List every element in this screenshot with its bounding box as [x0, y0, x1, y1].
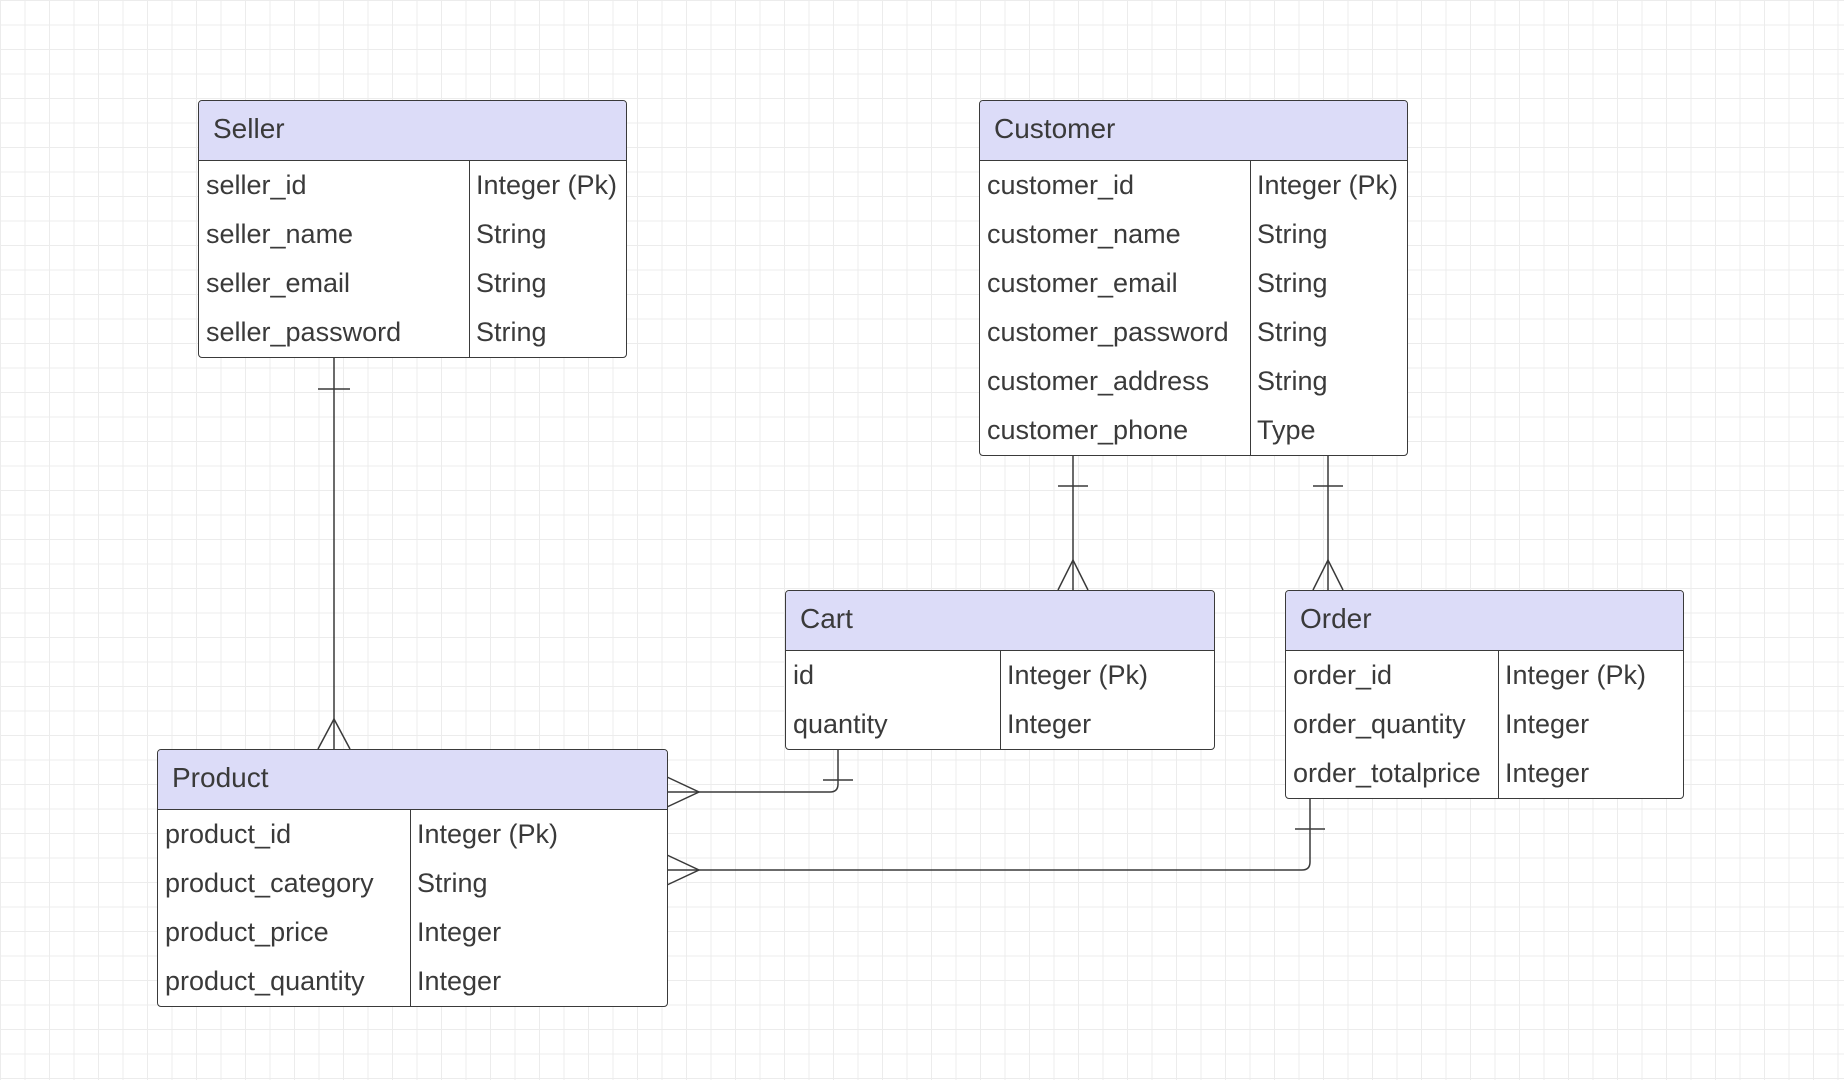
attribute-type: Integer (Pk): [1007, 660, 1149, 690]
cart-entity-attributes: id Integer (Pk) quantity Integer: [786, 651, 1214, 749]
attribute-name: customer_address: [987, 366, 1210, 396]
attribute-row[interactable]: order_quantity Integer: [1286, 700, 1683, 749]
attribute-name: order_id: [1293, 660, 1393, 690]
attribute-name: seller_email: [206, 268, 351, 298]
order-entity-title: Order: [1286, 591, 1683, 651]
attribute-row[interactable]: seller_email String: [199, 259, 626, 308]
product-entity-attributes: product_id Integer (Pk) product_category…: [158, 810, 667, 1006]
attribute-row[interactable]: seller_name String: [199, 210, 626, 259]
many-crowsfoot: [1312, 558, 1344, 591]
many-crowsfoot: [666, 776, 701, 808]
attribute-name: seller_name: [206, 219, 354, 249]
column-divider: [410, 810, 411, 1006]
order-product-relationship[interactable]: [666, 798, 1325, 886]
order-entity-attributes: order_id Integer (Pk) order_quantity Int…: [1286, 651, 1683, 798]
customer-entity-attributes: customer_id Integer (Pk) customer_name S…: [980, 161, 1407, 455]
attribute-row[interactable]: product_price Integer: [158, 908, 667, 957]
attribute-row[interactable]: customer_address String: [980, 357, 1407, 406]
attribute-name: product_category: [165, 868, 374, 898]
customer-entity[interactable]: Customer customer_id Integer (Pk) custom…: [979, 100, 1408, 456]
attribute-type: Integer: [1505, 709, 1590, 739]
attribute-row[interactable]: customer_phone Type: [980, 406, 1407, 455]
seller-entity-title: Seller: [199, 101, 626, 161]
attribute-type: Type: [1257, 415, 1316, 445]
attribute-name: product_price: [165, 917, 329, 947]
attribute-row[interactable]: product_quantity Integer: [158, 957, 667, 1006]
attribute-row[interactable]: product_id Integer (Pk): [158, 810, 667, 859]
attribute-type: Integer (Pk): [476, 170, 618, 200]
cart-entity[interactable]: Cart id Integer (Pk) quantity Integer: [785, 590, 1215, 750]
attribute-name: customer_phone: [987, 415, 1189, 445]
many-crowsfoot: [1057, 558, 1089, 591]
customer-cart-relationship[interactable]: [1057, 455, 1089, 591]
attribute-name: customer_email: [987, 268, 1178, 298]
product-entity[interactable]: Product product_id Integer (Pk) product_…: [157, 749, 668, 1007]
attribute-row[interactable]: customer_id Integer (Pk): [980, 161, 1407, 210]
attribute-name: id: [793, 660, 815, 690]
column-divider: [1000, 651, 1001, 749]
attribute-row[interactable]: product_category String: [158, 859, 667, 908]
attribute-name: customer_password: [987, 317, 1229, 347]
attribute-type: String: [1257, 268, 1328, 298]
column-divider: [1250, 161, 1251, 455]
attribute-type: Integer (Pk): [1505, 660, 1647, 690]
cart-product-relationship[interactable]: [666, 749, 853, 808]
customer-entity-title: Customer: [980, 101, 1407, 161]
attribute-type: String: [476, 268, 547, 298]
attribute-row[interactable]: seller_password String: [199, 308, 626, 357]
attribute-row[interactable]: order_totalprice Integer: [1286, 749, 1683, 798]
attribute-name: quantity: [793, 709, 888, 739]
seller-product-relationship[interactable]: [317, 357, 351, 750]
attribute-name: customer_id: [987, 170, 1135, 200]
column-divider: [1498, 651, 1499, 798]
attribute-type: String: [476, 219, 547, 249]
attribute-type: String: [1257, 317, 1328, 347]
attribute-name: product_quantity: [165, 966, 365, 996]
attribute-name: order_quantity: [1293, 709, 1466, 739]
attribute-row[interactable]: customer_name String: [980, 210, 1407, 259]
column-divider: [469, 161, 470, 357]
attribute-type: Integer: [417, 917, 502, 947]
attribute-type: String: [476, 317, 547, 347]
attribute-name: seller_password: [206, 317, 402, 347]
attribute-type: Integer: [417, 966, 502, 996]
seller-entity-attributes: seller_id Integer (Pk) seller_name Strin…: [199, 161, 626, 357]
attribute-row[interactable]: quantity Integer: [786, 700, 1214, 749]
attribute-type: String: [1257, 366, 1328, 396]
attribute-type: Integer (Pk): [417, 819, 559, 849]
attribute-row[interactable]: seller_id Integer (Pk): [199, 161, 626, 210]
many-crowsfoot: [317, 717, 351, 750]
customer-order-relationship[interactable]: [1312, 455, 1344, 591]
many-crowsfoot: [666, 854, 701, 886]
cart-entity-title: Cart: [786, 591, 1214, 651]
attribute-type: Integer: [1505, 758, 1590, 788]
attribute-name: order_totalprice: [1293, 758, 1481, 788]
attribute-type: String: [1257, 219, 1328, 249]
order-entity[interactable]: Order order_id Integer (Pk) order_quanti…: [1285, 590, 1684, 799]
attribute-row[interactable]: order_id Integer (Pk): [1286, 651, 1683, 700]
attribute-name: customer_name: [987, 219, 1181, 249]
product-entity-title: Product: [158, 750, 667, 810]
attribute-type: Integer: [1007, 709, 1092, 739]
seller-entity[interactable]: Seller seller_id Integer (Pk) seller_nam…: [198, 100, 627, 358]
attribute-name: seller_id: [206, 170, 307, 200]
attribute-name: product_id: [165, 819, 292, 849]
attribute-row[interactable]: customer_password String: [980, 308, 1407, 357]
attribute-type: String: [417, 868, 488, 898]
attribute-row[interactable]: customer_email String: [980, 259, 1407, 308]
attribute-type: Integer (Pk): [1257, 170, 1399, 200]
attribute-row[interactable]: id Integer (Pk): [786, 651, 1214, 700]
